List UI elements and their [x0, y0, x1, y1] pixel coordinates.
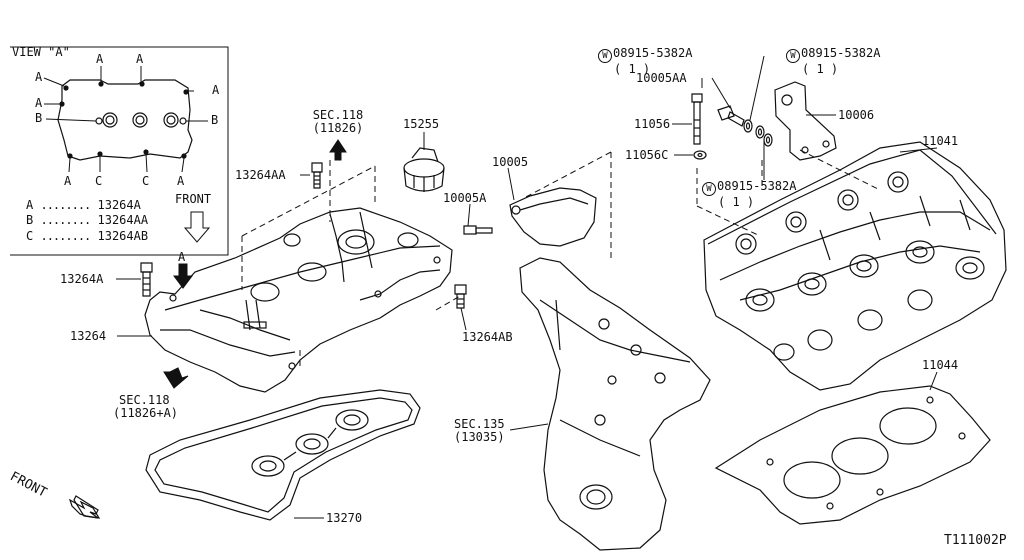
- label-13264aa: 13264AA: [235, 168, 286, 182]
- washer-qty: ( 1 ): [802, 62, 839, 76]
- view-point-c-bottom-1: C: [95, 174, 103, 188]
- front-arrow-icon: [68, 495, 101, 519]
- legend-part: 13264AA: [97, 213, 149, 227]
- view-a-frame: [10, 46, 229, 256]
- label-10006: 10006: [838, 108, 875, 122]
- sec118-top-line2: (11826): [312, 121, 364, 135]
- view-front-arrow: [183, 211, 211, 243]
- sec135-line2: (13035): [454, 430, 505, 444]
- sec118-bottom-line2: (11826+A): [113, 406, 179, 420]
- leader-lines: [116, 55, 938, 519]
- diagram-id: T111002P: [944, 533, 1007, 548]
- legend-row-a: A ........ 13264A: [26, 198, 141, 212]
- washer-part-number: 08915-5382A: [801, 46, 881, 60]
- washer-qty: ( 1 ): [614, 62, 651, 76]
- bolt-13264ab: [454, 284, 467, 309]
- view-a-arrow: [173, 263, 193, 289]
- sec118-bottom-label: SEC.118 (11826+A): [113, 394, 178, 420]
- legend-part: 13264AB: [97, 229, 149, 243]
- bolt-13264a: [140, 262, 153, 297]
- washer-symbol-w: W: [702, 182, 716, 196]
- view-point-a-bottom-1: A: [64, 174, 72, 188]
- view-point-b-left: B: [35, 111, 43, 125]
- view-front-label: FRONT: [175, 192, 212, 206]
- legend-part: 13264A: [97, 198, 141, 212]
- head-gasket: [714, 385, 991, 525]
- washer-symbol-w: W: [598, 49, 612, 63]
- label-13270: 13270: [326, 511, 363, 525]
- sec118-top-label: SEC.118 (11826): [306, 109, 370, 135]
- label-11044: 11044: [922, 358, 959, 372]
- legend-key: A: [26, 198, 34, 212]
- sec118-up-arrow: [329, 139, 347, 161]
- label-11056: 11056: [634, 117, 671, 131]
- view-point-a-bottom-2: A: [177, 174, 185, 188]
- bracket-10006: [774, 81, 837, 161]
- legend-dots: ........: [40, 198, 91, 212]
- legend-row-b: B ........ 13264AA: [26, 213, 148, 227]
- cylinder-head: [703, 141, 1007, 391]
- view-point-b-right: B: [211, 113, 219, 127]
- view-a-title: VIEW "A": [12, 45, 70, 59]
- label-13264a: 13264A: [60, 272, 104, 286]
- label-10005a: 10005A: [443, 191, 487, 205]
- view-a-leader-lines: [43, 66, 208, 173]
- sec118-bottom-line1: SEC.118: [119, 393, 170, 407]
- label-10005: 10005: [492, 155, 529, 169]
- sec118-down-arrow: [163, 367, 189, 389]
- washer-qty: ( 1 ): [718, 195, 755, 209]
- label-11056c: 11056C: [625, 148, 669, 162]
- legend-row-c: C ........ 13264AB: [26, 229, 148, 243]
- legend-dots: ........: [40, 229, 91, 243]
- label-15255: 15255: [403, 117, 440, 131]
- washer-symbol-w: W: [786, 49, 800, 63]
- view-point-a-right: A: [212, 83, 220, 97]
- label-10005aa: 10005AA: [636, 71, 687, 85]
- view-point-a-top-2: A: [136, 52, 144, 66]
- label-arrow-a: A: [178, 250, 186, 264]
- sec118-top-line1: SEC.118: [312, 108, 364, 122]
- bolt-11056: [691, 93, 703, 145]
- legend-key: B: [26, 213, 34, 227]
- view-point-a-top-1: A: [96, 52, 104, 66]
- label-13264: 13264: [70, 329, 107, 343]
- legend-key: C: [26, 229, 34, 243]
- view-point-a-left-top: A: [35, 70, 43, 84]
- legend-dots: ........: [40, 213, 91, 227]
- bolt-10005aa: [717, 105, 745, 127]
- bolt-13264aa: [311, 162, 323, 189]
- sec135-label: SEC.135 (13035): [454, 418, 505, 444]
- oil-filler-cap: [403, 147, 445, 192]
- view-a-cover-outline: [57, 79, 193, 161]
- washer-part-number: 08915-5382A: [613, 46, 693, 60]
- bolt-10005a: [463, 225, 493, 235]
- washer-part-number: 08915-5382A: [717, 179, 797, 193]
- washers: [693, 119, 773, 160]
- bracket-10005: [509, 187, 597, 247]
- rocker-cover: [144, 207, 453, 393]
- label-13264ab: 13264AB: [462, 330, 513, 344]
- timing-cover: [519, 257, 711, 551]
- view-point-c-bottom-2: C: [142, 174, 150, 188]
- view-point-a-left-mid: A: [35, 96, 43, 110]
- rocker-cover-gasket: [145, 389, 421, 521]
- sec135-line1: SEC.135: [454, 417, 505, 431]
- placement-lines-left: [241, 160, 461, 370]
- label-11041: 11041: [922, 134, 959, 148]
